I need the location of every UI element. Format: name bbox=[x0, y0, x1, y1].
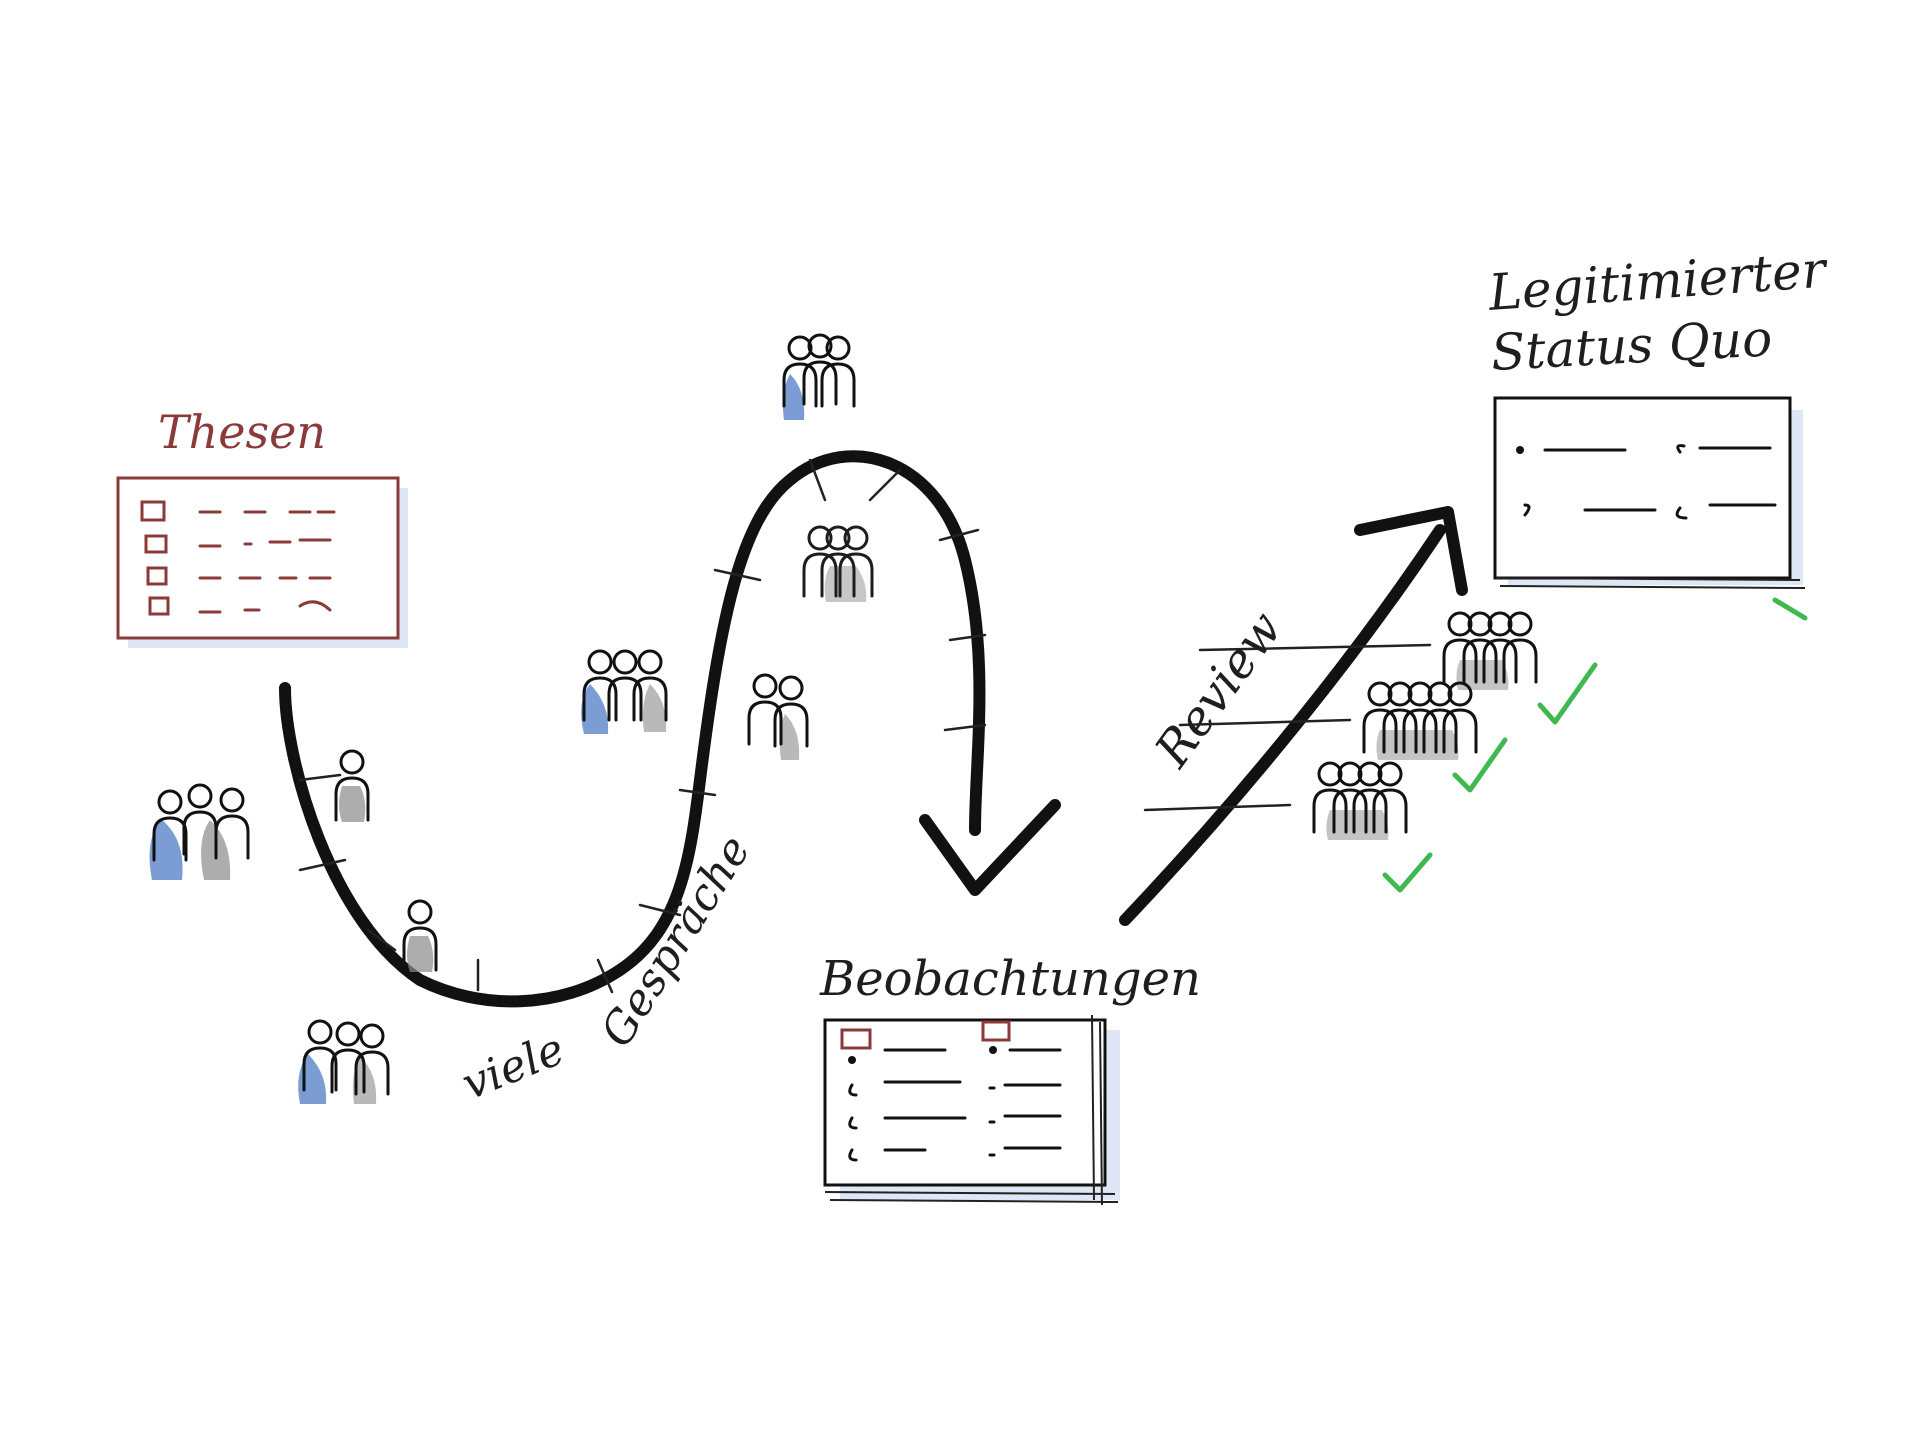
checkmark-icon bbox=[1452, 737, 1508, 793]
person-icon bbox=[334, 749, 370, 822]
person-group-icon bbox=[149, 783, 250, 880]
status-quo-label-line1: Legitimierter bbox=[1486, 240, 1831, 322]
status-quo-board bbox=[1493, 396, 1806, 589]
conversations-arrowhead-icon bbox=[919, 799, 1061, 896]
checkmark-icon bbox=[1382, 852, 1433, 893]
review-arrowhead-icon bbox=[1354, 506, 1468, 596]
status-quo-label-line2: Status Quo bbox=[1490, 309, 1774, 382]
checkmark-icon bbox=[1537, 662, 1598, 725]
observations-label: Beobachtungen bbox=[819, 951, 1201, 1007]
review-lines bbox=[1143, 643, 1432, 812]
person-group-icon bbox=[581, 649, 668, 734]
observations-board bbox=[823, 1014, 1120, 1206]
curve-ticks bbox=[298, 458, 987, 994]
viele-label: viele bbox=[455, 1024, 572, 1111]
person-group-icon bbox=[782, 333, 856, 420]
gesprache-label: Gespräche bbox=[591, 827, 760, 1056]
person-icon bbox=[402, 899, 438, 972]
person-group-icon bbox=[298, 1019, 390, 1104]
person-group-icon bbox=[802, 525, 874, 602]
person-group-icon bbox=[1312, 761, 1408, 840]
checkmark-icon bbox=[1772, 597, 1808, 621]
theses-label: Thesen bbox=[158, 405, 326, 459]
person-group-icon bbox=[1362, 681, 1478, 760]
theses-checkbox-list bbox=[140, 500, 336, 616]
person-group-icon bbox=[1442, 611, 1538, 690]
theses-board bbox=[116, 476, 408, 648]
person-group-icon bbox=[747, 673, 809, 760]
conversations-path bbox=[279, 450, 986, 1008]
review-arrow-icon bbox=[1119, 524, 1446, 926]
